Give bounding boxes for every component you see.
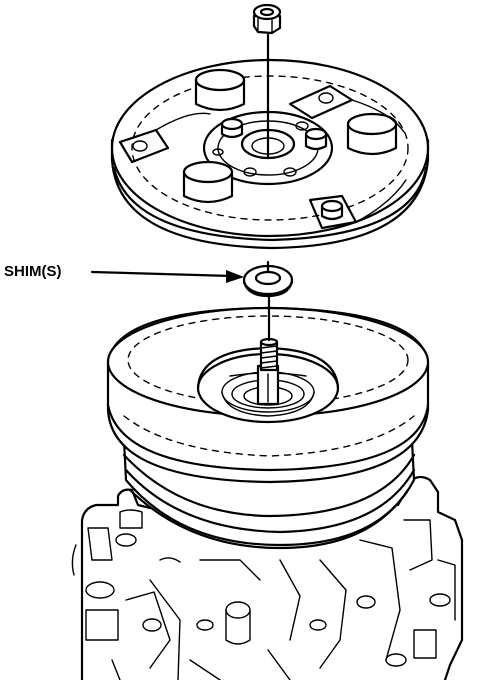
compressor-body <box>71 475 464 680</box>
armature-plate <box>110 58 430 250</box>
shaft <box>256 292 280 406</box>
shim-label: SHIM(S) <box>4 263 62 280</box>
nut <box>252 3 282 35</box>
shim <box>242 260 294 298</box>
shim-leader-arrow <box>90 270 244 283</box>
